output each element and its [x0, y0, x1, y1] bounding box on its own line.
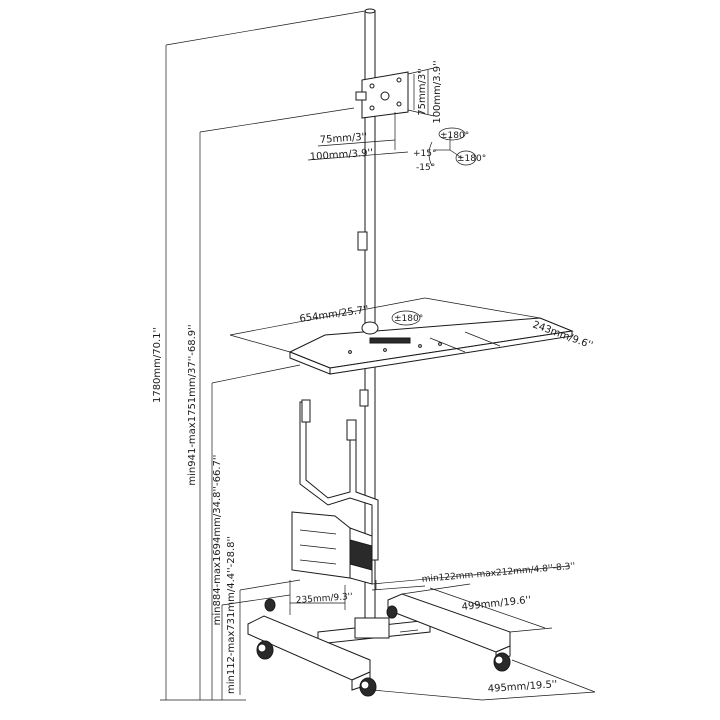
- caster-base: [247, 583, 596, 701]
- height-dimension-lines: [160, 10, 366, 701]
- tray-height-label: min941-max1751mm/37''-68.9'': [187, 324, 198, 485]
- cpu-holder-width-label: min122mm-max212mm/4.8''-8.3'': [421, 562, 575, 585]
- tray-width-label: 654mm/25.7'': [299, 304, 370, 325]
- vesa-horizontal-large-label: 100mm/3.9'': [309, 148, 373, 163]
- tray-swivel-badge: [391, 310, 421, 326]
- vesa-mount-plate: [307, 67, 435, 161]
- tilt-down-label: -15°: [416, 163, 435, 173]
- tilt-up-label: +15°: [413, 149, 437, 159]
- cpu-holder: [289, 399, 571, 615]
- total-height-label: 1780mm/70.1'': [152, 327, 163, 403]
- cpu-holder-depth-label: 235mm/9.3'': [296, 592, 354, 606]
- shelf-height-label: min884-max1694mm/34.8''-66.7'': [212, 455, 223, 626]
- laptop-tray: [229, 297, 574, 375]
- vesa-vertical-large-label: 100mm/3.9'': [432, 60, 443, 123]
- vesa-vertical-small-label: 75mm/3'': [417, 68, 428, 115]
- swivel-label: ±180°: [440, 131, 469, 141]
- vesa-horizontal-small-label: 75mm/3'': [319, 132, 367, 146]
- base-width-label: 495mm/19.5'': [487, 679, 557, 695]
- rotate-label: ±180°: [457, 154, 486, 164]
- rotation-symbol: [428, 127, 477, 167]
- tray-swivel-label: ±180°: [394, 314, 423, 324]
- cpu-holder-height-label: min112-max731mm/4.4''-28.8'': [226, 536, 237, 694]
- base-depth-label: 499mm/19.6'': [461, 595, 531, 613]
